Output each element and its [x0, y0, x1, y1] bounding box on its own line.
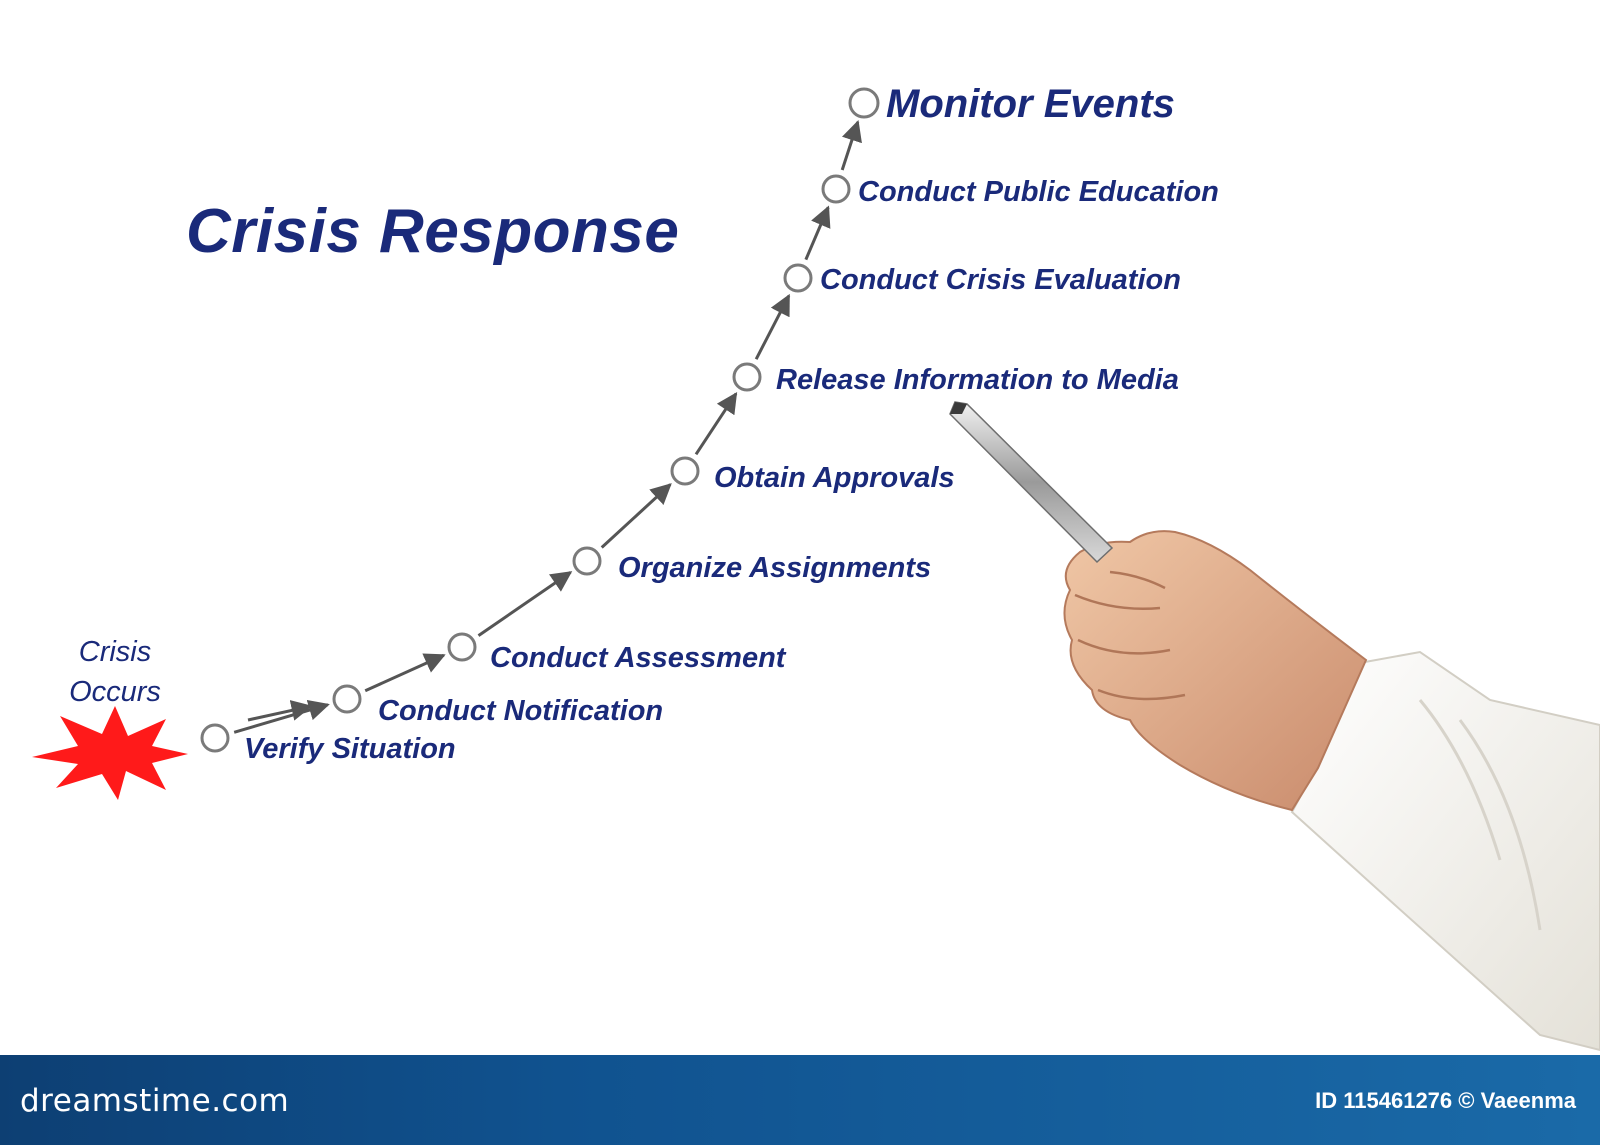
step-arrows	[233, 120, 862, 734]
step-node-monitor-events	[848, 87, 880, 119]
step-label-obtain-approvals: Obtain Approvals	[714, 462, 955, 494]
step-node-conduct-notification	[332, 684, 362, 714]
step-label-release-information: Release Information to Media	[776, 364, 1179, 396]
crisis-occurs-label: Crisis Occurs	[50, 632, 180, 712]
diagram-title: Crisis Response	[186, 197, 680, 266]
step-label-organize-assignments: Organize Assignments	[618, 552, 932, 584]
step-nodes	[200, 87, 880, 753]
step-label-conduct-notification: Conduct Notification	[378, 695, 664, 727]
step-arrow	[477, 571, 573, 637]
step-label-conduct-public-education: Conduct Public Education	[858, 176, 1219, 208]
crisis-burst-icon	[32, 706, 188, 800]
step-arrow	[233, 699, 330, 734]
step-arrow	[600, 483, 672, 549]
pen	[949, 401, 1114, 564]
step-label-verify-situation: Verify Situation	[244, 733, 456, 765]
step-arrow	[694, 391, 738, 456]
step-arrow	[364, 653, 446, 693]
step-node-release-information	[732, 362, 762, 392]
step-arrow	[804, 205, 831, 261]
footer-brand: dreamstime.com	[20, 1083, 290, 1119]
hand-with-pen-photo	[949, 401, 1600, 1052]
step-node-conduct-assessment	[447, 632, 477, 662]
step-arrow	[247, 700, 313, 722]
step-label-monitor-events: Monitor Events	[886, 82, 1175, 126]
step-label-conduct-assessment: Conduct Assessment	[490, 642, 786, 674]
finger-creases	[1074, 570, 1186, 701]
footer-credit: ID 115461276 © Vaeenma	[1315, 1088, 1576, 1113]
crisis-label-line1: Crisis	[78, 636, 152, 668]
sleeve-fold	[1418, 699, 1542, 931]
step-node-organize-assignments	[572, 546, 602, 576]
step-node-verify-situation	[200, 723, 230, 753]
crisis-label-line2: Occurs	[69, 676, 161, 708]
step-arrow	[754, 293, 791, 360]
step-arrow	[840, 120, 862, 171]
hand-shape	[1063, 530, 1368, 812]
stock-footer-bar: dreamstime.com ID 115461276 © Vaeenma	[0, 1055, 1600, 1145]
pen-tip	[950, 402, 967, 414]
step-label-conduct-crisis-evaluation: Conduct Crisis Evaluation	[820, 264, 1181, 296]
step-node-conduct-public-education	[821, 174, 851, 204]
step-node-conduct-crisis-evaluation	[783, 263, 813, 293]
step-node-obtain-approvals	[670, 456, 700, 486]
